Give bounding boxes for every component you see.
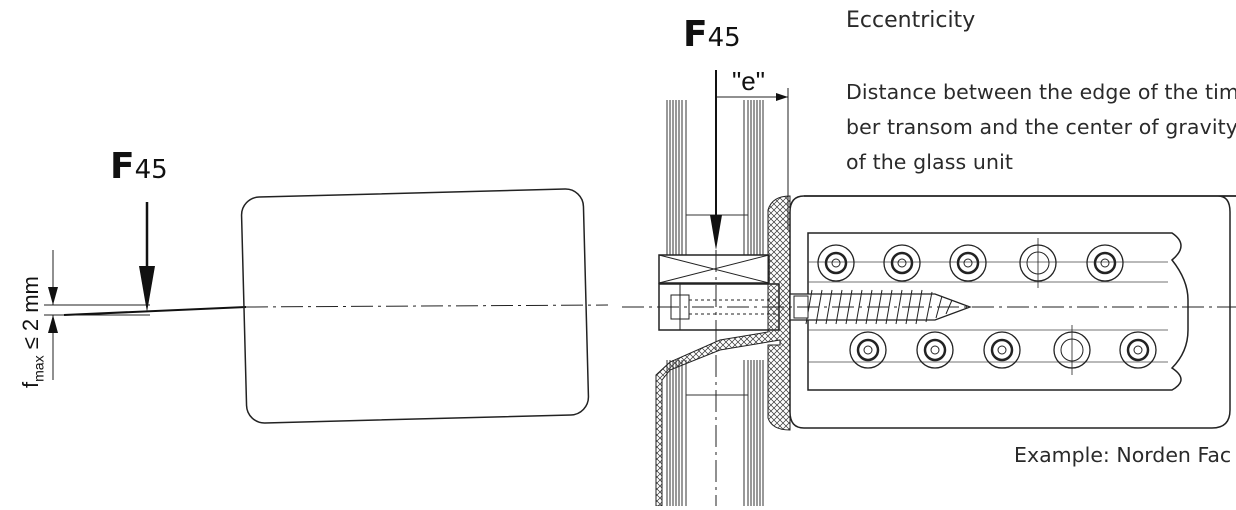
deflection-limit-label: fmax ≤ 2 mm bbox=[18, 276, 47, 388]
glass-pane-left bbox=[666, 100, 683, 506]
force-arrow-left-head bbox=[139, 266, 155, 312]
eccentricity-heading: Eccentricity bbox=[846, 8, 976, 33]
transom-block bbox=[240, 188, 590, 424]
glass-pane-right bbox=[747, 100, 764, 506]
center-line-left bbox=[245, 304, 609, 308]
dim-arrow-down bbox=[48, 287, 58, 305]
example-caption: Example: Norden Fac bbox=[1014, 443, 1232, 467]
dim-arrow-up bbox=[48, 315, 58, 333]
description-line-3: of the glass unit bbox=[846, 150, 1014, 174]
eccentricity-dimension-label: "e" bbox=[732, 66, 765, 96]
screw-channel bbox=[807, 232, 1189, 391]
section-detail bbox=[622, 70, 1236, 507]
force-arrow-right-head bbox=[710, 215, 722, 250]
force-label-left: F45 bbox=[110, 146, 168, 187]
force-label-right: F45 bbox=[683, 14, 741, 55]
e-dimension-arrow bbox=[776, 93, 788, 101]
fastener-row-bottom bbox=[849, 325, 1157, 375]
description-line-1: Distance between the edge of the tim- bbox=[846, 80, 1236, 104]
description-line-2: ber transom and the center of gravity bbox=[846, 115, 1236, 139]
deflected-beam bbox=[63, 306, 247, 316]
timber-transom bbox=[789, 195, 1236, 429]
deflection-diagram bbox=[44, 188, 609, 424]
fastener-row-top bbox=[817, 238, 1124, 288]
